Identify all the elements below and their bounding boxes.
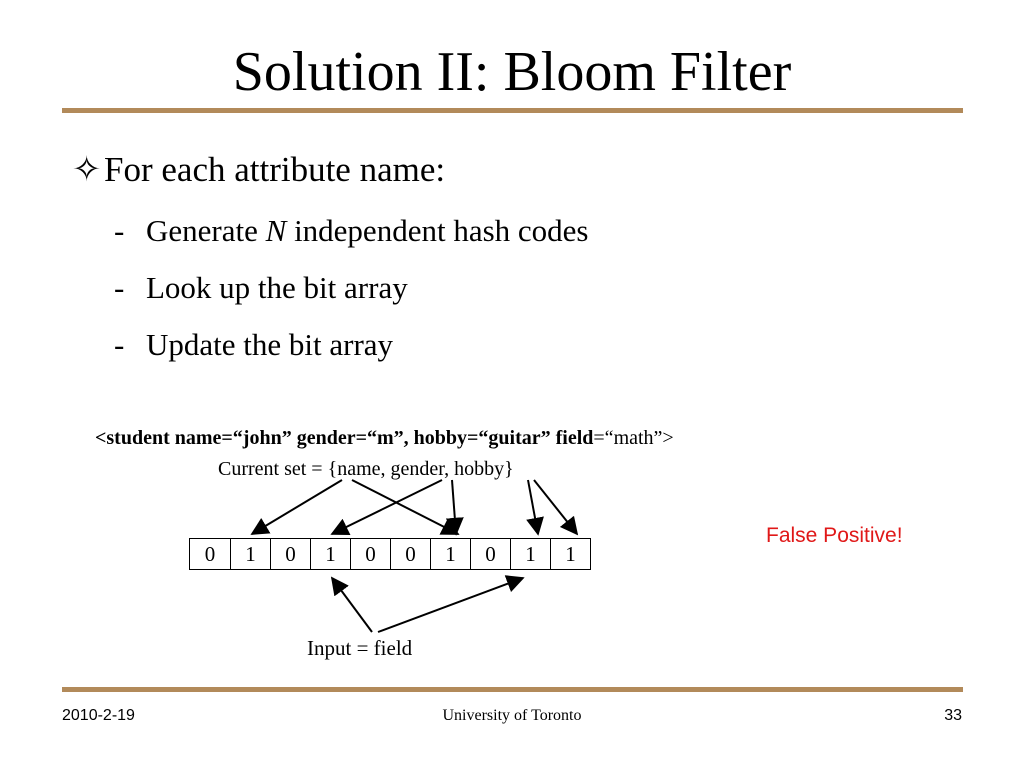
arrow-gender-to-bit6 <box>445 479 464 536</box>
dash-marker: - <box>114 270 125 305</box>
false-positive-label: False Positive! <box>766 524 903 547</box>
dash-marker: - <box>114 327 125 362</box>
arrow-name-to-bit1 <box>250 479 343 535</box>
sub-bullet-text: Look up the bit array <box>146 270 408 305</box>
bit-cell: 1 <box>550 539 590 569</box>
bit-cell: 0 <box>470 539 510 569</box>
main-bullet-text: For each attribute name: <box>104 150 446 189</box>
main-bullet: ✧For each attribute name: <box>72 148 445 192</box>
slide-title: Solution II: Bloom Filter <box>232 41 792 103</box>
sub-bullet-text: Update the bit array <box>146 327 394 362</box>
sub-bullet-update: -Update the bit array <box>114 326 393 364</box>
bit-cell: 0 <box>350 539 390 569</box>
sub-bullet-generate: -Generate N independent hash codes <box>114 212 588 250</box>
xml-tag-bold: <student name=“john” gender=“m”, hobby=“… <box>95 427 594 449</box>
xml-tag-rest: =“math”> <box>593 427 674 449</box>
bit-cell: 0 <box>390 539 430 569</box>
title-divider <box>62 108 963 113</box>
arrow-hobby-to-bit9 <box>533 479 579 536</box>
bit-cell: 1 <box>430 539 470 569</box>
bit-cell: 0 <box>270 539 310 569</box>
footer-date: 2010-2-19 <box>62 707 135 724</box>
bit-array: 0 1 0 1 0 0 1 0 1 1 <box>189 538 591 570</box>
arrow-gender-to-bit3 <box>330 479 443 535</box>
xml-tag-example: <student name=“john” gender=“m”, hobby=“… <box>95 427 674 450</box>
arrow-name-to-bit6 <box>351 479 460 535</box>
arrow-hobby-to-bit8 <box>526 479 544 536</box>
arrow-field-to-bit8 <box>377 575 525 633</box>
bit-cell: 1 <box>510 539 550 569</box>
arrow-field-to-bit3 <box>330 576 373 633</box>
current-set-label: Current set = {name, gender, hobby} <box>218 458 514 480</box>
dash-marker: - <box>114 213 125 248</box>
bit-cell: 1 <box>230 539 270 569</box>
sub-bullet-lookup: -Look up the bit array <box>114 269 408 307</box>
bit-cell: 0 <box>204 542 216 566</box>
footer-divider <box>62 687 963 692</box>
sub-bullet-text-before: Generate <box>146 213 266 248</box>
star-outline-icon: ✧ <box>72 150 102 189</box>
slide-number: 33 <box>944 707 962 724</box>
sub-bullet-text-after: independent hash codes <box>286 213 589 248</box>
sub-bullet-italic-n: N <box>265 213 287 248</box>
input-label: Input = field <box>307 636 413 660</box>
bit-cell: 1 <box>310 539 350 569</box>
footer-organization: University of Toronto <box>442 707 582 724</box>
